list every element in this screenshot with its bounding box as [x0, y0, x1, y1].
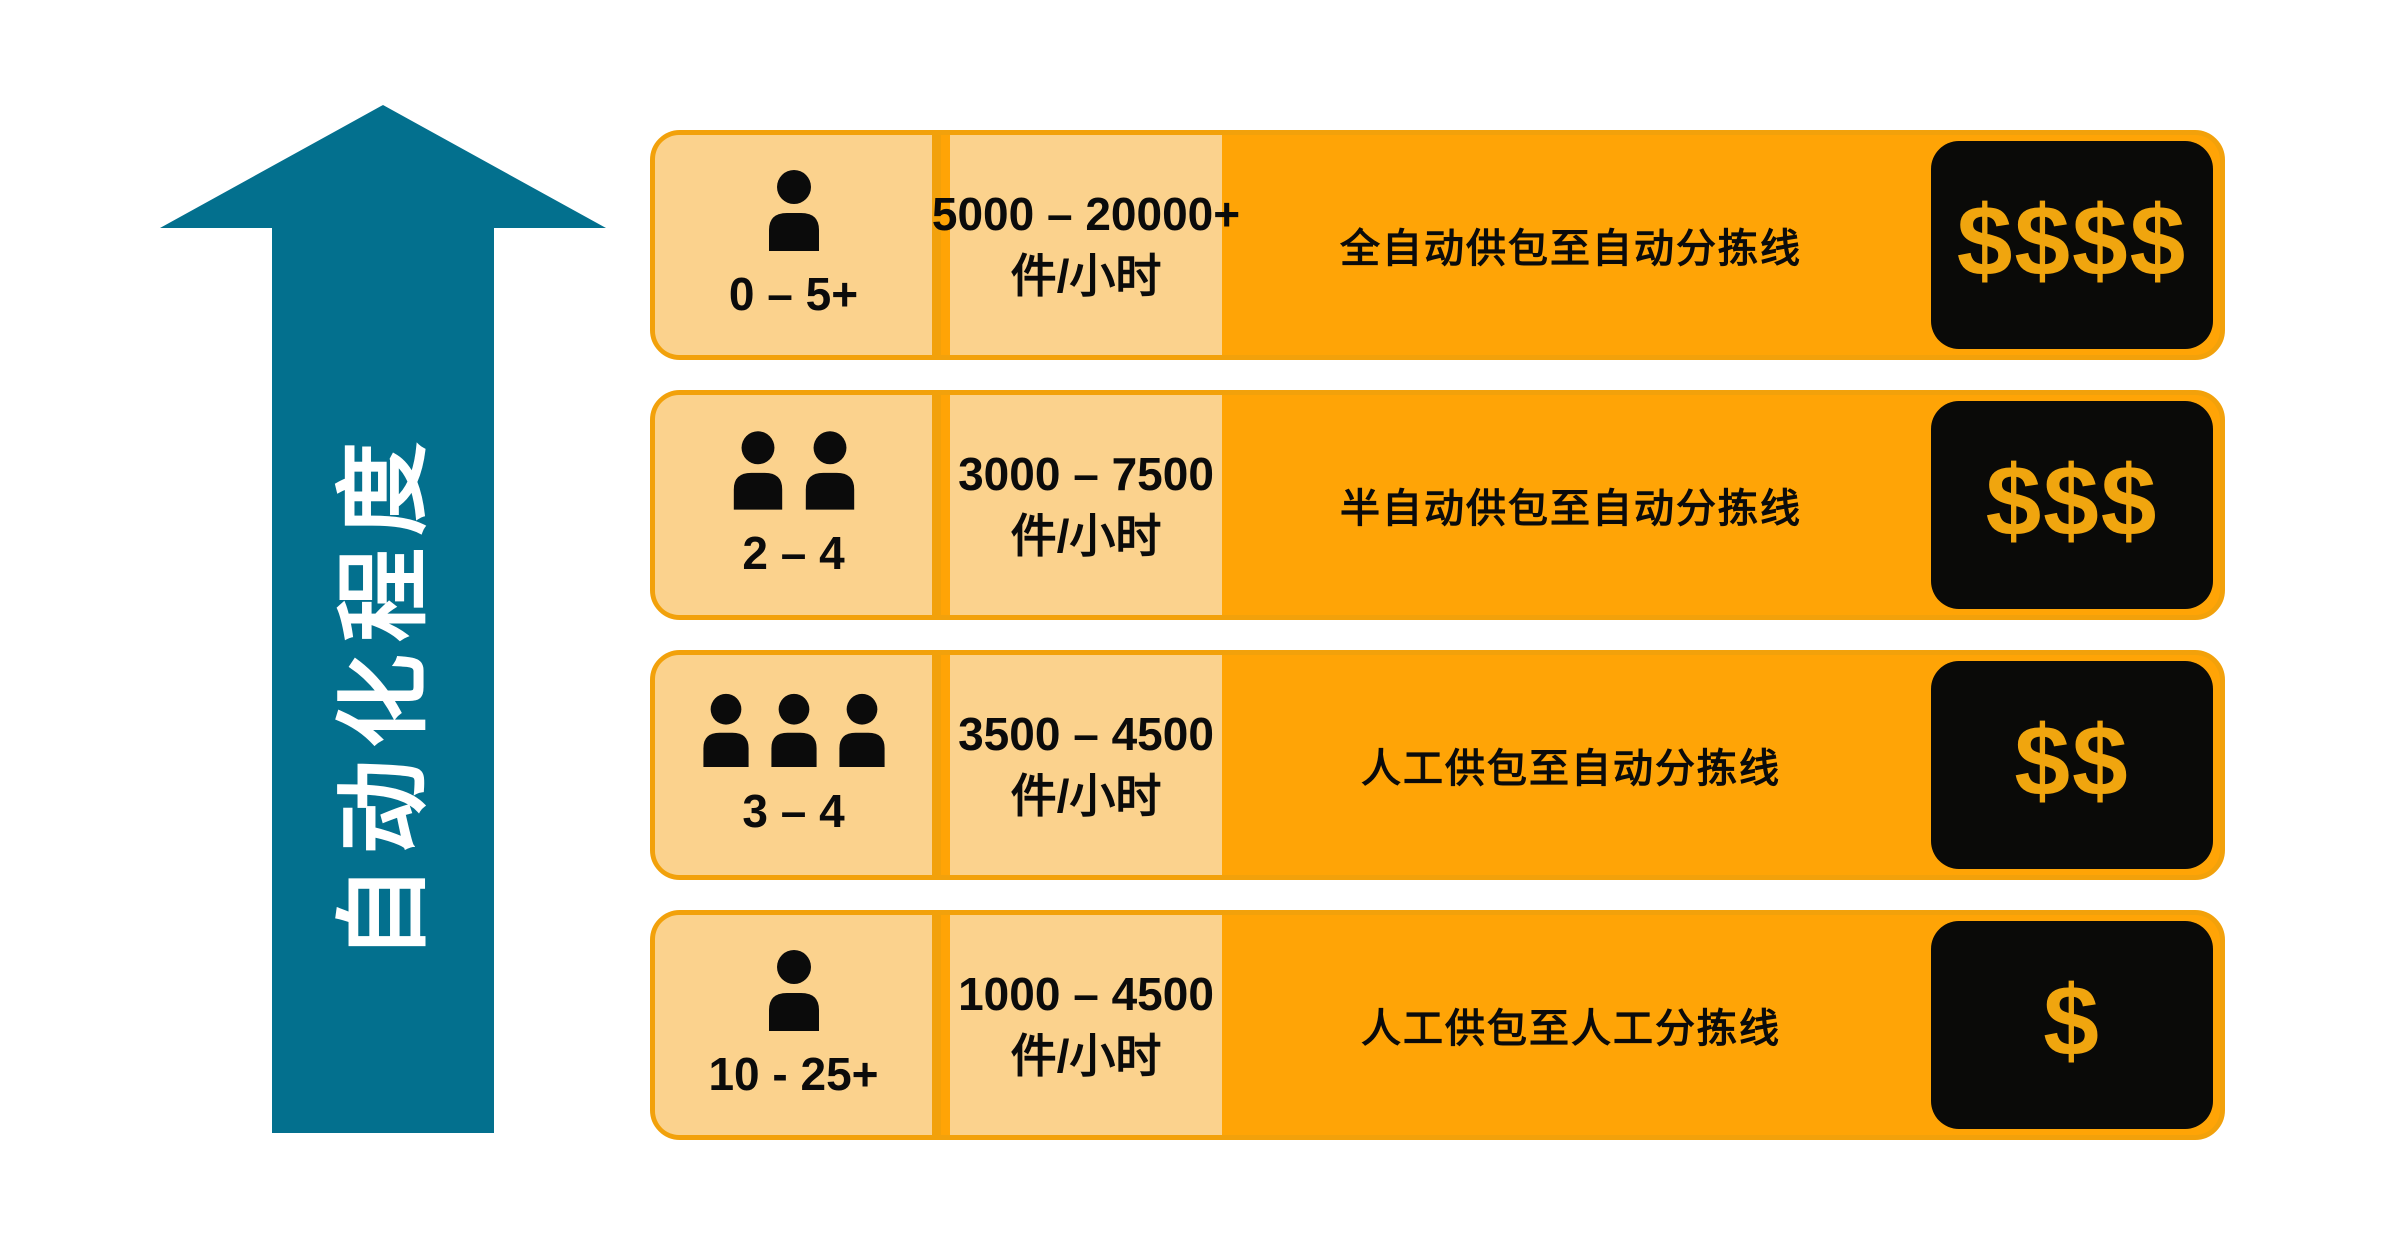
person-icon [702, 693, 749, 768]
workers-count: 10 - 25+ [708, 1048, 879, 1100]
throughput-cell: 5000 – 20000+ 件/小时 [932, 135, 1240, 355]
automation-axis-label: 自动化程度 [331, 430, 436, 961]
dollar-rating: $$$ [1985, 445, 2159, 557]
throughput-cell: 1000 – 4500 件/小时 [950, 915, 1222, 1135]
workers-cell: 2 – 4 [655, 395, 941, 615]
row-description: 人工供包至人工分拣线 [1361, 1007, 1781, 1051]
worker-icons [728, 430, 860, 510]
row-description: 半自动供包至自动分拣线 [1340, 487, 1802, 531]
throughput-unit: 件/小时 [1010, 250, 1162, 302]
throughput-range: 1000 – 4500 [958, 968, 1214, 1020]
person-icon [770, 693, 817, 768]
automation-row-3: 3 – 4 3500 – 4500 件/小时 人工供包至自动分拣线 $$ [650, 650, 2225, 880]
workers-count: 0 – 5+ [728, 268, 859, 320]
cost-badge: $ [1931, 921, 2213, 1129]
person-icon [733, 431, 782, 510]
person-icon [838, 693, 885, 768]
throughput-range: 3000 – 7500 [958, 448, 1214, 500]
throughput-unit: 件/小时 [1010, 770, 1162, 822]
up-arrow-icon [160, 105, 606, 1133]
dollar-rating: $$ [2014, 705, 2130, 817]
person-icon [768, 170, 819, 251]
worker-icons [763, 169, 825, 251]
dollar-rating: $$$$ [1956, 185, 2188, 297]
up-arrow-shape [160, 105, 606, 1133]
workers-count: 3 – 4 [742, 785, 845, 837]
workers-cell: 10 - 25+ [655, 915, 941, 1135]
throughput-unit: 件/小时 [1010, 1030, 1162, 1082]
throughput-range: 3500 – 4500 [958, 708, 1214, 760]
automation-row-2: 2 – 4 3000 – 7500 件/小时 半自动供包至自动分拣线 $$$ [650, 390, 2225, 620]
worker-icons [698, 692, 890, 768]
cost-badge: $$ [1931, 661, 2213, 869]
throughput-unit: 件/小时 [1010, 510, 1162, 562]
dollar-rating: $ [2043, 965, 2101, 1077]
row-description: 人工供包至自动分拣线 [1361, 747, 1781, 791]
worker-icons [763, 949, 825, 1031]
cost-badge: $$$$ [1931, 141, 2213, 349]
workers-cell: 3 – 4 [655, 655, 941, 875]
automation-row-1: 0 – 5+ 5000 – 20000+ 件/小时 全自动供包至自动分拣线 $$… [650, 130, 2225, 360]
workers-count: 2 – 4 [742, 527, 845, 579]
throughput-range: 5000 – 20000+ [931, 188, 1241, 240]
person-icon [768, 950, 819, 1031]
workers-cell: 0 – 5+ [655, 135, 941, 355]
row-description: 全自动供包至自动分拣线 [1340, 227, 1802, 271]
person-icon [805, 431, 854, 510]
cost-badge: $$$ [1931, 401, 2213, 609]
throughput-cell: 3000 – 7500 件/小时 [950, 395, 1222, 615]
automation-row-4: 10 - 25+ 1000 – 4500 件/小时 人工供包至人工分拣线 $ [650, 910, 2225, 1140]
throughput-cell: 3500 – 4500 件/小时 [950, 655, 1222, 875]
